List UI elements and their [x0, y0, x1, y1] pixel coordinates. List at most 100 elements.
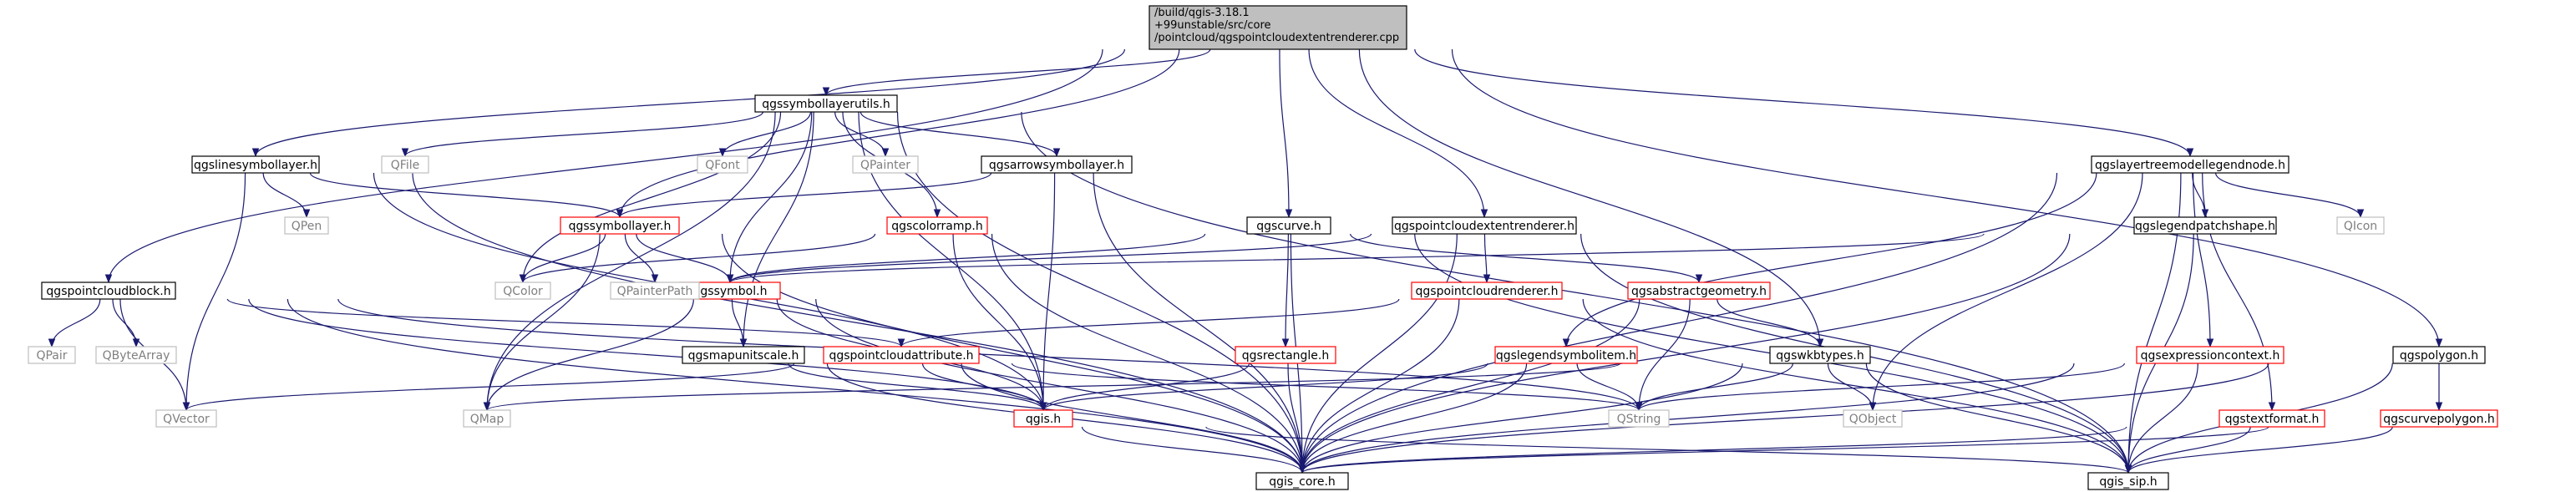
node-QObject[interactable]: QObject [1843, 409, 1903, 428]
include-edge-qgscurve-to-qgssymbol [726, 233, 1206, 284]
node-qgsexpressioncontext[interactable]: qgsexpressioncontext.h [2136, 346, 2284, 364]
node-box-QColor [494, 282, 551, 300]
include-edge-ROOT-to-qgspointcloudextentrenderer [1308, 48, 1488, 219]
node-box-qgspointcloudblock [41, 282, 176, 300]
node-QIcon[interactable]: QIcon [2336, 216, 2385, 235]
include-edge-qgsexpressioncontext-to-QString [1635, 363, 2125, 412]
node-qgssymbollayerutils[interactable]: qgssymbollayerutils.h [754, 94, 898, 113]
node-label-QVector: QVector [163, 413, 210, 426]
include-edge-qgis-to-qgis_sip [1205, 426, 2132, 474]
node-qgspointcloudrenderer[interactable]: qgspointcloudrenderer.h [1411, 282, 1563, 300]
node-box-qgsrectangle [1235, 346, 1336, 364]
node-qgslegendsymbolitem[interactable]: qgslegendsymbolitem.h [1494, 346, 1638, 364]
node-qgis[interactable]: qgis.h [1013, 409, 1073, 428]
include-edge-qgssymbollayerutils-to-QMap [483, 111, 776, 412]
root-path-line-3: /pointcloud/qgspointcloudextentrenderer.… [1154, 32, 1399, 44]
node-qgswkbtypes[interactable]: qgswkbtypes.h [1769, 346, 1871, 364]
node-label-qgswkbtypes: qgswkbtypes.h [1776, 349, 1864, 363]
node-QPair[interactable]: QPair [28, 346, 76, 364]
include-edge-qgssymbollayerutils-to-QColor [519, 111, 782, 284]
include-edge-qgspointcloudrenderer-to-qgspointcloudattribute [897, 298, 1400, 348]
node-box-qgslayertreemodellegendnode [2091, 155, 2289, 174]
node-box-QByteArray [95, 346, 177, 364]
node-box-QPen [284, 216, 329, 235]
include-edge-qgslegendsymbolitem-to-qgis_core [1298, 363, 1528, 474]
include-edge-qgspointcloudattribute-to-qgis_core [961, 363, 1306, 474]
node-qgis_core[interactable]: qgis_core.h [1255, 472, 1349, 490]
node-qgspointcloudblock[interactable]: qgspointcloudblock.h [41, 282, 176, 300]
node-box-QFile [381, 155, 429, 174]
node-qgscolorramp[interactable]: qgscolorramp.h [886, 216, 988, 235]
node-qgspointcloudextentrenderer[interactable]: qgspointcloudextentrenderer.h [1392, 216, 1577, 235]
node-QPainterPath[interactable]: QPainterPath [610, 282, 700, 300]
include-edge-qgssymbol-to-QMap [483, 298, 694, 412]
dependency-edges [48, 48, 2443, 474]
node-box-qgis_sip [2087, 472, 2169, 490]
node-qgsarrowsymbollayer[interactable]: qgsarrowsymbollayer.h [981, 155, 1133, 174]
header-nodes: qgssymbollayerutils.h qgslinesymbollayer.… [28, 94, 2498, 490]
include-edge-qgssymbollayerutils-to-qgsmapunitscale [739, 111, 814, 348]
node-qgscurve[interactable]: qgscurve.h [1246, 216, 1331, 235]
node-label-qgscolorramp: qgscolorramp.h [891, 220, 982, 233]
node-qgslayertreemodellegendnode[interactable]: qgslayertreemodellegendnode.h [2091, 155, 2289, 174]
node-QFile[interactable]: QFile [381, 155, 429, 174]
include-edge-qgswkbtypes-to-QString [1635, 363, 1794, 412]
node-qgspolygon[interactable]: qgspolygon.h [2392, 346, 2486, 364]
node-box-qgsabstractgeometry [1627, 282, 1771, 300]
node-QPen[interactable]: QPen [284, 216, 329, 235]
node-qgscurvepolygon[interactable]: qgscurvepolygon.h [2380, 409, 2498, 428]
node-QFont[interactable]: QFont [697, 155, 748, 174]
node-QPainter[interactable]: QPainter [852, 155, 919, 174]
node-QColor[interactable]: QColor [494, 282, 551, 300]
node-qgslinesymbollayer[interactable]: qgslinesymbollayer.h [191, 155, 320, 174]
include-edge-qgslegendpatchshape-to-qgis_core [1298, 233, 2071, 474]
include-edge-qgssymbol-to-qgsmapunitscale [731, 298, 748, 348]
node-QVector[interactable]: QVector [155, 409, 217, 428]
include-edge-qgscurve-to-qgsabstractgeometry [1350, 233, 1703, 284]
node-qgstextformat[interactable]: qgstextformat.h [2219, 409, 2325, 428]
node-label-QString: QString [1617, 413, 1661, 426]
include-edge-qgspointcloudrenderer-to-qgis_sip [1582, 298, 2132, 474]
node-qgsmapunitscale[interactable]: qgsmapunitscale.h [682, 346, 805, 364]
node-box-QPair [28, 346, 76, 364]
node-QByteArray[interactable]: QByteArray [95, 346, 177, 364]
include-edge-qgsarrowsymbollayer-to-qgssymbollayer [616, 172, 992, 219]
node-box-qgis_core [1255, 472, 1349, 490]
node-qgssymbol[interactable]: qgssymbol.h [679, 282, 781, 300]
node-QString[interactable]: QString [1608, 409, 1670, 428]
include-edge-qgspointcloudblock-to-QString [337, 298, 1643, 412]
node-qgssymbollayer[interactable]: qgssymbollayer.h [560, 216, 680, 235]
node-qgslegendpatchshape[interactable]: qgslegendpatchshape.h [2133, 216, 2277, 235]
node-label-qgspointcloudblock: qgspointcloudblock.h [46, 285, 170, 298]
include-edge-qgslayertreemodellegendnode-to-qgslegendsymbolitem [1562, 172, 2097, 348]
node-label-qgssymbol: qgssymbol.h [693, 285, 768, 298]
node-qgsabstractgeometry[interactable]: qgsabstractgeometry.h [1627, 282, 1771, 300]
node-box-qgsmapunitscale [682, 346, 805, 364]
node-qgis_sip[interactable]: qgis_sip.h [2087, 472, 2169, 490]
node-QMap[interactable]: QMap [463, 409, 511, 428]
include-edge-qgswkbtypes-to-QMap [484, 363, 1621, 412]
include-edge-qgsabstractgeometry-to-QString [1635, 298, 1691, 412]
include-edge-qgspointcloudattribute-to-qgis [921, 363, 1047, 412]
node-label-qgis_core: qgis_core.h [1269, 475, 1336, 489]
node-box-QPainterPath [610, 282, 700, 300]
include-edge-qgsexpressioncontext-to-qgis_sip [2124, 363, 2198, 474]
node-box-QVector [155, 409, 217, 428]
node-label-qgscurve: qgscurve.h [1256, 220, 1321, 233]
root-file-node[interactable]: /build/qgis-3.18.1 +99unstable/src/core … [1149, 5, 1407, 50]
node-qgspointcloudattribute[interactable]: qgspointcloudattribute.h [823, 346, 980, 364]
node-box-qgsexpressioncontext [2136, 346, 2284, 364]
node-qgsrectangle[interactable]: qgsrectangle.h [1235, 346, 1336, 364]
node-box-qgslinesymbollayer [191, 155, 320, 174]
node-label-qgsabstractgeometry: qgsabstractgeometry.h [1631, 285, 1767, 298]
include-edge-qgslinesymbollayer-to-QVector [182, 172, 246, 412]
include-edge-qgscolorramp-to-QColor [519, 233, 876, 284]
node-box-qgsarrowsymbollayer [981, 155, 1133, 174]
include-edge-qgswkbtypes-to-qgis_sip [1865, 363, 2132, 474]
include-edge-qgslayertreemodellegendnode-to-QIcon [2215, 172, 2365, 219]
node-box-qgspointcloudattribute [823, 346, 980, 364]
node-box-QPainter [852, 155, 919, 174]
node-box-QMap [463, 409, 511, 428]
node-label-QPainterPath: QPainterPath [617, 285, 693, 298]
